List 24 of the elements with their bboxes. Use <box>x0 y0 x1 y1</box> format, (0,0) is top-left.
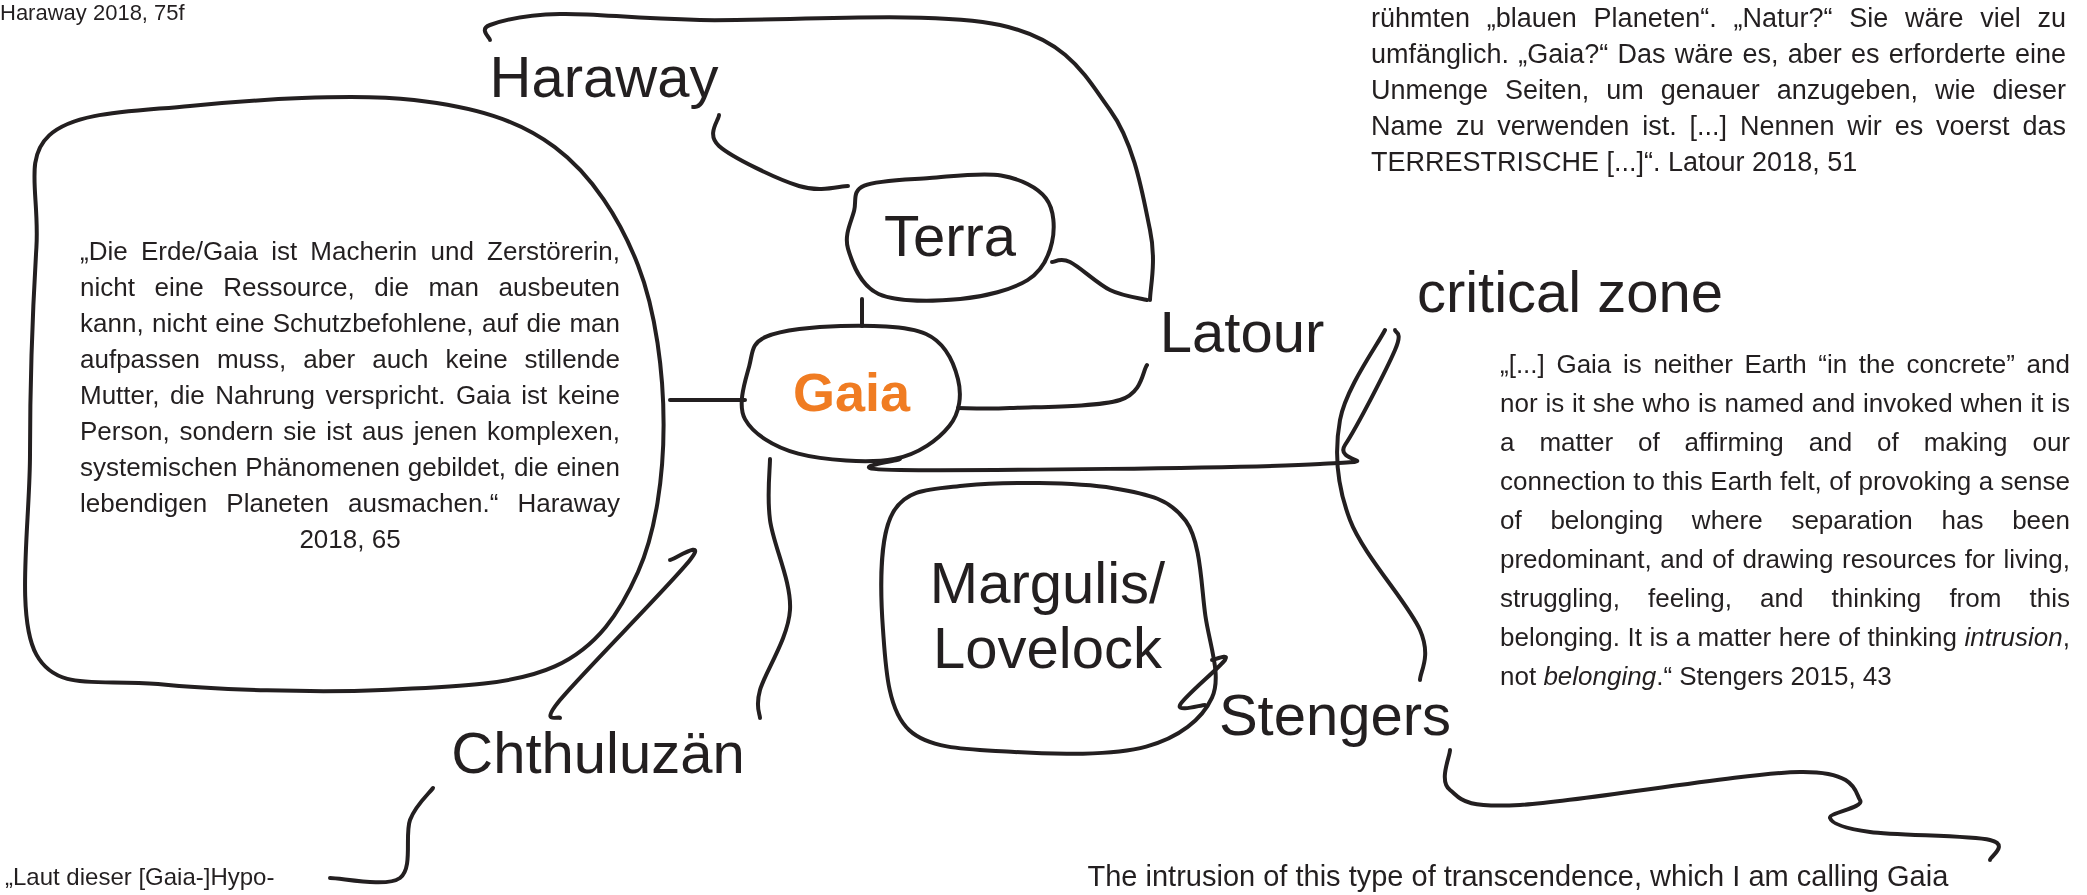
quote-text: „[...] Gaia is neither Earth “in the concrete” and nor is it she who is named and invoked when it is a matter of affirming and of making our connection to this Earth felt, of provoking a sense of belonging where separation has been predominant, and of drawing resources for living, struggling, feeling, and thinking from this belonging. It is a matter here of thinking intrusion, not belonging.“ Stengers 2015, 43 <box>1500 348 2070 693</box>
quote-text: rühmten „blauen Planeten“. „Natur?“ Sie wäre viel zu umfänglich. „Gaia?“ Das wäre es, aber es erforderte eine Unmenge Seiten, um genauer anzugeben, wie dieser Name zu verwenden ist. [...] Nennen wir es voerst das TERRESTRISCHE [...]“. Latour 2018, 51 <box>1371 2 2066 179</box>
hand-drawn-line <box>328 786 435 885</box>
hand-drawn-line <box>1177 654 1229 711</box>
topic-label: Terra <box>883 203 1017 269</box>
hand-drawn-line <box>668 398 747 402</box>
hand-drawn-line <box>755 457 793 720</box>
hand-drawn-line <box>1335 328 1428 682</box>
topic-label: critical zone <box>1416 260 1724 325</box>
quote-text: „Laut dieser [Gaia-]Hypo- <box>5 862 276 892</box>
hand-drawn-line <box>482 11 1155 302</box>
topic-label: Margulis/ Lovelock <box>928 551 1167 681</box>
topic-label: Gaia <box>792 362 911 423</box>
quote-text: The intrusion of this type of transcendence, which I am calling Gaia <box>1087 860 1950 893</box>
hand-drawn-line <box>866 328 1401 473</box>
topic-label: Latour <box>1159 300 1325 365</box>
quote-text: „Die Erde/Gaia ist Macherin und Zerstörerin, nicht eine Ressource, die man ausbeuten kann, nicht eine Schutzbefohlene, auf die man aufpassen muss, aber auch keine stillende Mutter, die Nahrung verspricht. Gaia ist keine Person, sondern sie ist aus jenen komplexen, systemischen Phänomenen gebildet, die einen lebendigen Planeten ausmachen.“ Haraway 2018, 65 <box>80 235 620 556</box>
topic-label: Chthuluzän <box>451 720 745 786</box>
hand-drawn-line <box>548 547 698 720</box>
topic-label: Haraway <box>489 45 719 110</box>
citation-text: Haraway 2018, 75f <box>0 0 186 26</box>
hand-drawn-line <box>1050 257 1149 302</box>
hand-drawn-line <box>1442 748 2001 862</box>
topic-label: Stengers <box>1218 682 1452 748</box>
